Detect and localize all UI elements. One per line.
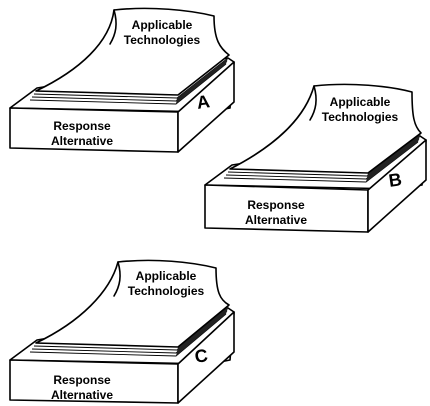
stack-c: Applicable Technologies C Response Alter… xyxy=(9,259,235,404)
box-a-side xyxy=(177,61,235,153)
paper-c xyxy=(35,259,230,348)
paper-c-line1: Applicable xyxy=(136,269,197,283)
letter-b: B xyxy=(387,169,403,191)
paper-c-line2: Technologies xyxy=(128,284,205,298)
paper-b-line1: Applicable xyxy=(330,95,391,109)
letter-c: C xyxy=(193,345,209,367)
paper-a-line2: Technologies xyxy=(124,33,201,47)
box-c-line1: Response xyxy=(53,373,111,387)
paper-b xyxy=(229,83,422,174)
paper-b-line2: Technologies xyxy=(322,110,399,124)
stack-a: Applicable Technologies A Response Alter… xyxy=(9,7,235,153)
box-b-side xyxy=(367,139,427,233)
stack-b: Applicable Technologies B Response Alter… xyxy=(204,83,427,233)
paper-a-line1: Applicable xyxy=(132,18,193,32)
paper-a xyxy=(35,7,230,96)
box-c-line2: Alternative xyxy=(51,388,113,402)
box-b-line1: Response xyxy=(247,198,305,212)
box-c-side xyxy=(177,311,235,404)
box-a-line2: Alternative xyxy=(51,134,113,148)
box-b-line2: Alternative xyxy=(245,213,307,227)
letter-a: A xyxy=(195,91,211,113)
box-a-line1: Response xyxy=(53,119,111,133)
